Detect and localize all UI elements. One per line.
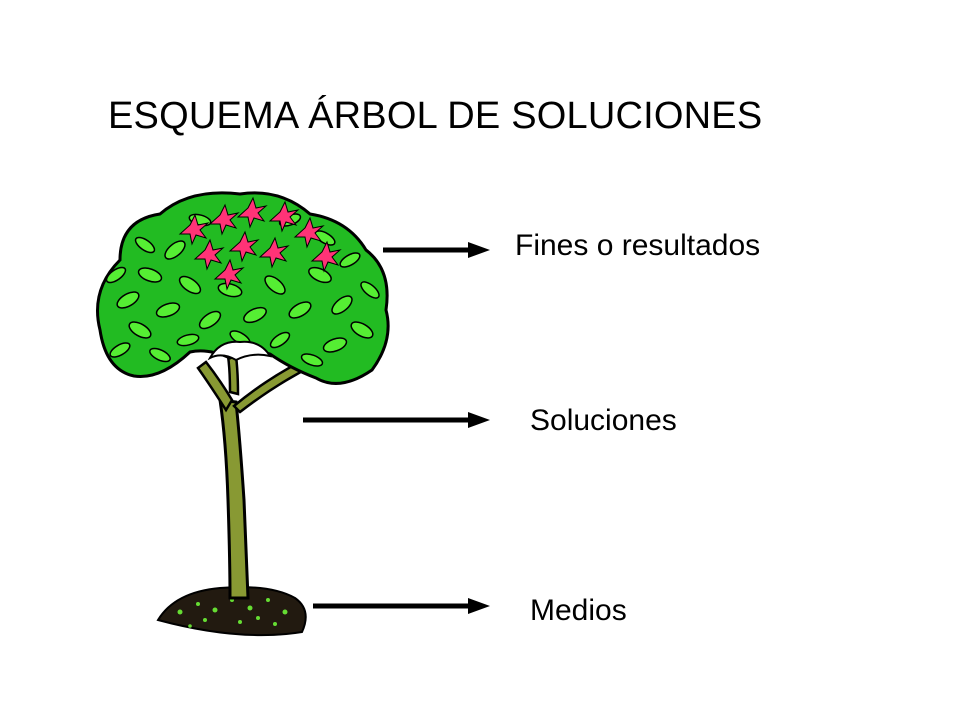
flower-icon [178, 196, 342, 291]
canopy-icon [96, 191, 390, 385]
label-soluciones: Soluciones [530, 404, 677, 437]
label-medios: Medios [530, 594, 627, 627]
trunk-icon [196, 354, 318, 600]
ground-icon [156, 586, 307, 637]
label-fines: Fines o resultados [515, 229, 761, 262]
page-title: ESQUEMA ÁRBOL DE SOLUCIONES [108, 95, 763, 137]
tree-icon [96, 191, 390, 637]
